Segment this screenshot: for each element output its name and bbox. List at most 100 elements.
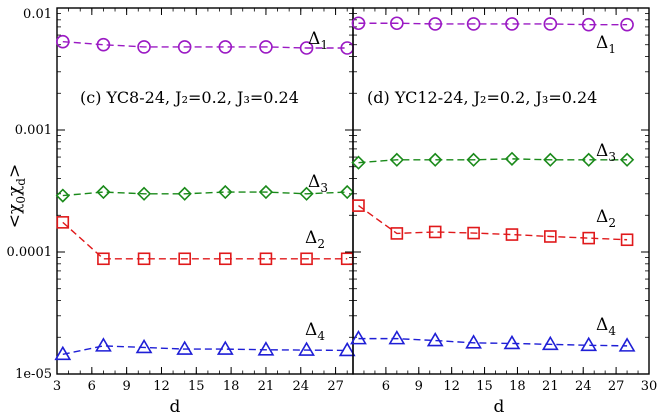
series-line — [62, 221, 348, 260]
series-label: Δ2 — [305, 228, 325, 251]
data-point — [219, 252, 232, 266]
data-point — [389, 152, 404, 167]
series-3: Δ3 — [351, 141, 635, 170]
plot-frame — [352, 7, 650, 375]
data-point — [177, 186, 192, 201]
data-point — [137, 252, 151, 266]
series-label: Δ2 — [596, 207, 616, 230]
data-point — [543, 152, 558, 167]
series-2: Δ2 — [56, 216, 354, 266]
series-label: Δ3 — [308, 172, 328, 195]
data-point — [465, 334, 482, 349]
data-point — [350, 330, 367, 345]
data-point — [580, 336, 598, 352]
series-label: Δ4 — [305, 320, 325, 343]
x-tick-label: 24 — [575, 379, 592, 394]
data-point — [619, 152, 635, 167]
data-point — [178, 252, 191, 266]
y-tick-label: 0.001 — [15, 123, 52, 138]
data-point — [390, 227, 404, 240]
data-point — [505, 17, 519, 31]
data-point — [352, 199, 365, 212]
data-point — [544, 230, 557, 243]
data-point — [466, 152, 481, 167]
series-1: Δ1 — [351, 16, 634, 56]
x-tick-label: 9 — [415, 379, 423, 394]
x-tick-label: 24 — [292, 379, 309, 394]
data-point — [259, 252, 273, 266]
data-point — [388, 330, 406, 345]
data-point — [581, 152, 596, 167]
y-tick-label: 0.0001 — [7, 245, 53, 260]
data-point — [55, 188, 70, 203]
x-tick-label: 18 — [509, 379, 526, 394]
series-2: Δ2 — [352, 199, 634, 247]
panel-title: (d) YC12-24, J₂=0.2, J₃=0.24 — [367, 88, 597, 107]
x-tick-label: 27 — [608, 379, 625, 394]
x-tick-label: 6 — [88, 379, 96, 394]
data-point — [338, 341, 356, 357]
data-point — [176, 340, 194, 355]
series-line — [358, 337, 628, 347]
series-line — [358, 158, 628, 164]
data-point — [428, 152, 443, 167]
data-point — [581, 17, 596, 32]
data-point — [96, 37, 111, 52]
series-1: Δ1 — [56, 29, 354, 55]
data-point — [351, 16, 366, 31]
data-point — [466, 17, 481, 31]
data-point — [137, 40, 151, 54]
series-line — [358, 205, 628, 241]
data-point — [298, 341, 315, 356]
x-tick-label: 21 — [258, 379, 275, 394]
data-point — [299, 186, 314, 201]
data-point — [620, 17, 634, 32]
series-label: Δ1 — [596, 33, 616, 56]
data-point — [258, 184, 274, 200]
data-point — [505, 228, 519, 241]
data-point — [54, 345, 72, 361]
data-point — [177, 40, 192, 54]
x-tick-label: 12 — [153, 379, 170, 394]
data-point — [257, 341, 275, 356]
data-point — [620, 233, 634, 247]
x-tick-label: 3 — [53, 379, 61, 394]
series-4: Δ4 — [54, 320, 356, 361]
y-axis-label: <χ0χd> — [5, 164, 28, 228]
x-tick-label: 27 — [327, 379, 344, 394]
data-point — [390, 16, 404, 31]
data-point — [428, 225, 442, 239]
x-tick-label: 18 — [223, 379, 240, 394]
series-line — [358, 22, 628, 26]
data-point — [426, 331, 444, 347]
data-point — [428, 17, 443, 31]
data-point — [504, 151, 520, 166]
data-point — [541, 335, 559, 351]
y-tick-label: 0.01 — [23, 7, 52, 22]
x-tick-label: 30 — [641, 379, 658, 394]
series-label: Δ4 — [596, 315, 616, 338]
data-point — [582, 231, 596, 245]
x-tick-label: 15 — [476, 379, 493, 394]
x-tick-label: 12 — [443, 379, 460, 394]
data-point — [56, 34, 70, 49]
data-point — [259, 40, 273, 54]
data-point — [503, 334, 521, 350]
data-point — [218, 184, 233, 200]
data-point — [216, 340, 234, 355]
x-axis-label: d — [170, 397, 181, 416]
data-point — [618, 337, 636, 352]
x-tick-label: 6 — [382, 379, 390, 394]
data-point — [136, 186, 152, 201]
data-point — [218, 40, 233, 54]
data-point — [351, 155, 366, 170]
data-point — [299, 41, 314, 55]
x-axis-label: d — [494, 397, 505, 416]
y-tick-label: 1e-05 — [15, 367, 52, 382]
data-point — [340, 184, 355, 200]
x-tick-label: 9 — [123, 379, 131, 394]
data-point — [95, 337, 112, 352]
